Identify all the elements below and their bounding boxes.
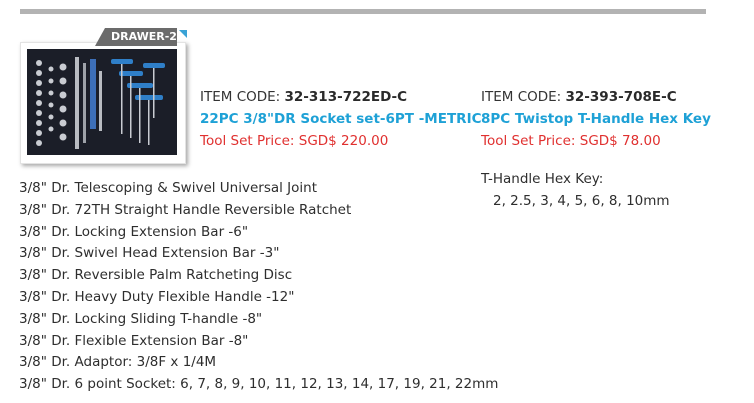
list-item: 3/8" Dr. Adaptor: 3/8F x 1/4M <box>19 354 217 371</box>
tool-tray-illustration <box>27 49 177 155</box>
item-code-value: 32-393-708E-C <box>565 89 677 105</box>
hex-key-sizes: 2, 2.5, 3, 4, 5, 6, 8, 10mm <box>493 193 670 209</box>
tool-tray-photo <box>27 49 177 155</box>
drawer-label-corner <box>179 30 187 38</box>
list-item: 3/8" Dr. Swivel Head Extension Bar -3" <box>19 245 280 262</box>
hex-key-heading: T-Handle Hex Key: <box>481 171 604 187</box>
item-code-line: ITEM CODE: 32-393-708E-C <box>481 89 677 105</box>
list-item: 3/8" Dr. 72TH Straight Handle Reversible… <box>19 201 352 218</box>
top-divider <box>20 9 706 14</box>
item-code-label: ITEM CODE: <box>200 89 285 105</box>
list-item: 3/8" Dr. 6 point Socket: 6, 7, 8, 9, 10,… <box>19 376 499 393</box>
item-code-line: ITEM CODE: 32-313-722ED-C <box>200 89 407 105</box>
list-item: 3/8" Dr. Flexible Extension Bar -8" <box>19 332 249 349</box>
list-item: 3/8" Dr. Reversible Palm Ratcheting Disc <box>19 267 293 284</box>
list-item: 3/8" Dr. Heavy Duty Flexible Handle -12" <box>19 288 295 305</box>
drawer-label: DRAWER-2 <box>95 28 177 46</box>
product-title: 8PC Twistop T-Handle Hex Key <box>481 111 711 127</box>
product-title: 22PC 3/8"DR Socket set-6PT -METRIC <box>200 111 482 127</box>
list-item: 3/8" Dr. Telescoping & Swivel Universal … <box>19 180 318 196</box>
item-code-label: ITEM CODE: <box>481 89 566 105</box>
product-price: Tool Set Price: SGD$ 220.00 <box>200 133 389 149</box>
list-item: 3/8" Dr. Locking Sliding T-handle -8" <box>19 310 263 327</box>
item-code-value: 32-313-722ED-C <box>284 89 408 105</box>
list-item: 3/8" Dr. Locking Extension Bar -6" <box>19 223 249 240</box>
socket-set-contents: 3/8" Dr. Telescoping & Swivel Universal … <box>19 178 498 396</box>
drawer-image <box>20 42 186 164</box>
product-price: Tool Set Price: SGD$ 78.00 <box>481 133 661 149</box>
